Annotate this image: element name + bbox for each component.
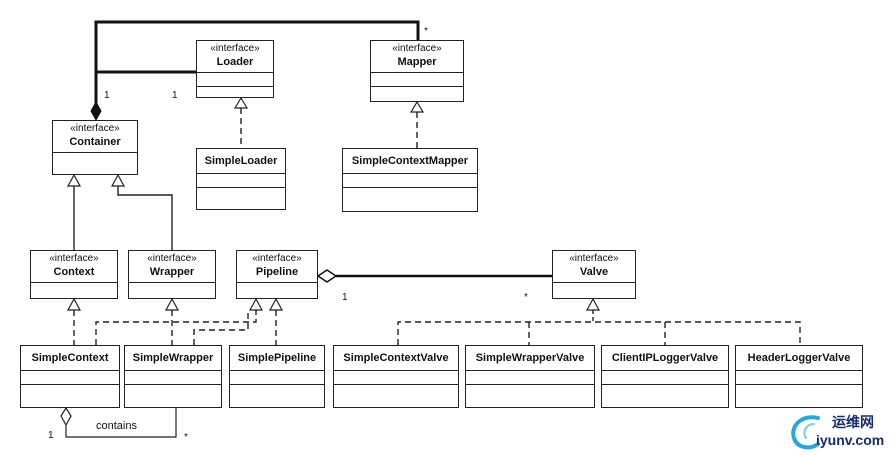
- watermark-domain-text: iyunv.com: [816, 432, 885, 448]
- wrapper-stereotype: «interface»: [147, 253, 197, 264]
- simplecontext-name: SimpleContext: [31, 352, 109, 364]
- simplepipeline-name: SimplePipeline: [237, 352, 317, 364]
- pipeline-name: Pipeline: [255, 266, 299, 278]
- clientiploggervalve-attributes: [602, 371, 728, 385]
- wrapper-interface-box[interactable]: «interface» Wrapper: [128, 250, 216, 299]
- valve-name: Valve: [579, 266, 609, 278]
- container-attributes: [53, 153, 137, 167]
- clientiploggervalve-class-box[interactable]: ClientIPLoggerValve: [601, 345, 729, 408]
- watermark-chinese-text: 运维网: [832, 414, 874, 430]
- simplecontextvalve-class-box[interactable]: SimpleContextValve: [333, 345, 459, 408]
- wrapper-attributes: [129, 283, 215, 297]
- pipeline-interface-box[interactable]: «interface» Pipeline: [236, 250, 318, 299]
- simplepipeline-methods: [230, 385, 324, 399]
- mapper-stereotype: «interface»: [392, 43, 442, 54]
- loader-name: Loader: [216, 56, 254, 68]
- simplewrapper-pipeline-realization: [193, 310, 249, 345]
- mapper-realization-arrow: [409, 100, 425, 113]
- simplecontext-methods: [21, 385, 119, 399]
- simplecontextmapper-attributes: [343, 174, 477, 188]
- clientiploggervalve-methods: [602, 385, 728, 399]
- contains-aggregation-diamond: [60, 406, 72, 427]
- simpleloader-name: SimpleLoader: [204, 155, 278, 167]
- simplecontextvalve-attributes: [334, 371, 458, 385]
- contains-multiplicity-one: 1: [48, 430, 54, 441]
- pipeline-realization-arrow-2: [268, 297, 284, 311]
- context-attributes: [31, 283, 117, 297]
- pipeline-valve-multiplicity-many: *: [524, 292, 528, 303]
- simplewrappervalve-methods: [466, 385, 594, 399]
- simplecontextmapper-name: SimpleContextMapper: [351, 155, 469, 167]
- valve-attributes: [553, 283, 635, 297]
- mapper-interface-box[interactable]: «interface» Mapper: [370, 40, 464, 102]
- watermark-logo: 运维网 iyunv.com: [788, 410, 888, 452]
- container-mapper-multiplicity-one: 1: [104, 90, 110, 101]
- contains-label: contains: [96, 420, 137, 432]
- valve-stereotype: «interface»: [569, 253, 619, 264]
- simplepipeline-attributes: [230, 371, 324, 385]
- pipeline-realization-arrow-1: [248, 297, 264, 311]
- valves-realization: [397, 321, 801, 345]
- valve-realization-arrow: [585, 297, 601, 311]
- container-mapper-association: [94, 20, 420, 110]
- container-loader-multiplicity-one: 1: [172, 90, 178, 101]
- container-stereotype: «interface»: [70, 123, 120, 134]
- wrapper-generalization: [117, 186, 173, 250]
- headerloggervalve-class-box[interactable]: HeaderLoggerValve: [735, 345, 863, 408]
- headerloggervalve-attributes: [736, 371, 862, 385]
- simpleloader-attributes: [197, 174, 285, 188]
- simplepipeline-class-box[interactable]: SimplePipeline: [229, 345, 325, 408]
- simplewrapper-name: SimpleWrapper: [132, 352, 214, 364]
- simplewrappervalve-name: SimpleWrapperValve: [475, 352, 585, 364]
- mapper-attributes: [371, 73, 463, 87]
- context-stereotype: «interface»: [49, 253, 99, 264]
- context-interface-box[interactable]: «interface» Context: [30, 250, 118, 299]
- wrapper-realization-arrow: [164, 297, 180, 311]
- loader-stereotype: «interface»: [210, 43, 260, 54]
- valve-interface-box[interactable]: «interface» Valve: [552, 250, 636, 299]
- clientiploggervalve-name: ClientIPLoggerValve: [611, 352, 719, 364]
- simplecontextmapper-class-box[interactable]: SimpleContextMapper: [342, 148, 478, 212]
- simplewrapper-class-box[interactable]: SimpleWrapper: [124, 345, 222, 408]
- context-realization-arrow: [66, 297, 82, 311]
- loader-realization-arrow: [233, 96, 249, 109]
- container-generalization-arrow-1: [66, 173, 82, 187]
- simplecontext-pipeline-realization: [95, 310, 257, 345]
- simplewrapper-methods: [125, 385, 221, 399]
- simpleloader-class-box[interactable]: SimpleLoader: [196, 148, 286, 210]
- simplecontext-class-box[interactable]: SimpleContext: [20, 345, 120, 408]
- contains-multiplicity-many: *: [184, 432, 188, 443]
- simplewrappervalve-class-box[interactable]: SimpleWrapperValve: [465, 345, 595, 408]
- context-name: Context: [53, 266, 95, 278]
- container-composition-diamond: [90, 100, 102, 122]
- container-mapper-multiplicity-many: *: [424, 26, 428, 37]
- mapper-methods: [371, 87, 463, 101]
- pipeline-valve-multiplicity-one: 1: [342, 292, 348, 303]
- simplewrappervalve-attributes: [466, 371, 594, 385]
- simplecontextvalve-name: SimpleContextValve: [343, 352, 449, 364]
- simpleloader-methods: [197, 188, 285, 202]
- contains-association: [65, 408, 177, 438]
- wrapper-name: Wrapper: [149, 266, 195, 278]
- simplecontextmapper-methods: [343, 188, 477, 202]
- simplecontextvalve-methods: [334, 385, 458, 399]
- container-interface-box[interactable]: «interface» Container: [52, 120, 138, 175]
- simplecontext-attributes: [21, 371, 119, 385]
- headerloggervalve-name: HeaderLoggerValve: [747, 352, 851, 364]
- loader-interface-box[interactable]: «interface» Loader: [196, 40, 274, 98]
- swirl-icon: [791, 415, 820, 450]
- pipeline-attributes: [237, 283, 317, 297]
- headerloggervalve-methods: [736, 385, 862, 399]
- simplewrapper-attributes: [125, 371, 221, 385]
- container-generalization-arrow-2: [110, 173, 126, 187]
- pipeline-aggregation-diamond: [316, 269, 338, 283]
- container-name: Container: [69, 136, 121, 148]
- mapper-name: Mapper: [397, 56, 437, 68]
- loader-methods: [197, 87, 273, 101]
- pipeline-stereotype: «interface»: [252, 253, 302, 264]
- loader-attributes: [197, 73, 273, 87]
